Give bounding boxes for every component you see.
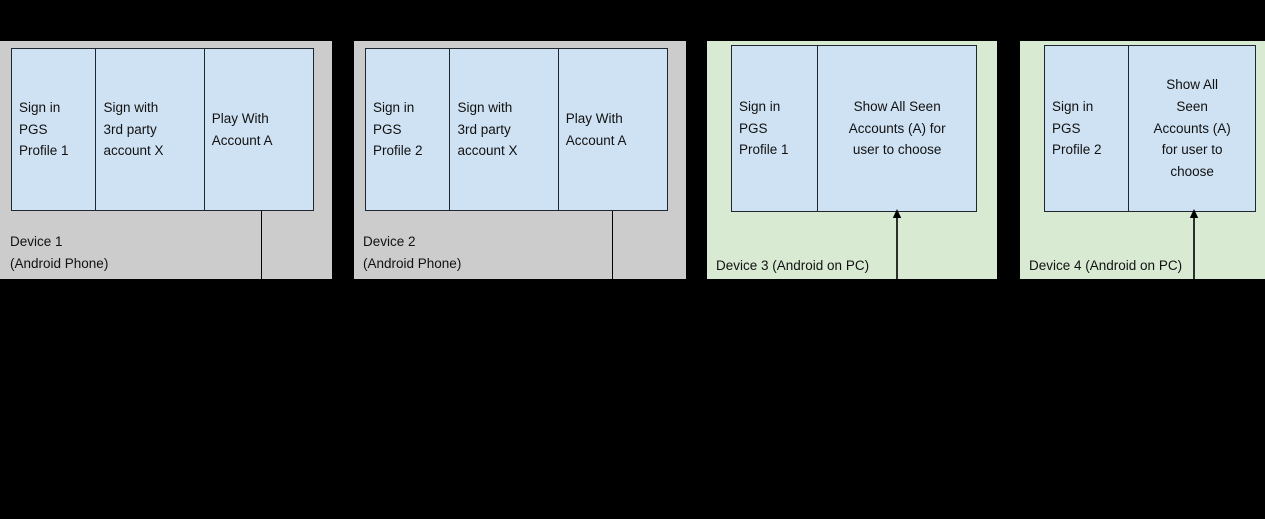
- device-label-2: Device 2 (Android Phone): [363, 234, 462, 271]
- flow-boxes-device-1: Sign in PGS Profile 1 Sign with 3rd part…: [11, 48, 314, 211]
- step-device-2-2[interactable]: Play With Account A: [557, 49, 667, 210]
- panel-2-divider: [612, 211, 613, 279]
- step-device-4-1[interactable]: Show All Seen Accounts (A) for user to c…: [1128, 46, 1255, 211]
- panel-1-divider: [261, 211, 262, 279]
- flow-boxes-device-3: Sign in PGS Profile 1 Show All Seen Acco…: [731, 45, 977, 212]
- step-device-1-2[interactable]: Play With Account A: [203, 49, 313, 210]
- step-device-2-1[interactable]: Sign with 3rd party account X: [449, 49, 557, 210]
- step-device-1-0[interactable]: Sign in PGS Profile 1: [19, 99, 69, 159]
- arrow-into-device-3-accounts: [892, 209, 902, 285]
- device-label-4: Device 4 (Android on PC): [1029, 258, 1183, 273]
- step-device-4-0[interactable]: Sign in PGS Profile 2: [1052, 98, 1102, 158]
- step-device-2-0[interactable]: Sign in PGS Profile 2: [373, 99, 423, 159]
- device-label-1: Device 1 (Android Phone): [10, 234, 109, 271]
- flow-boxes-device-4: Sign in PGS Profile 2 Show All Seen Acco…: [1044, 45, 1256, 212]
- step-device-3-0[interactable]: Sign in PGS Profile 1: [739, 98, 789, 158]
- flow-boxes-device-2: Sign in PGS Profile 2 Sign with 3rd part…: [365, 48, 668, 211]
- step-device-1-1[interactable]: Sign with 3rd party account X: [95, 49, 203, 210]
- device-label-3: Device 3 (Android on PC): [716, 258, 870, 273]
- arrow-into-device-4-accounts: [1189, 209, 1199, 285]
- step-device-3-1[interactable]: Show All Seen Accounts (A) for user to c…: [817, 46, 976, 211]
